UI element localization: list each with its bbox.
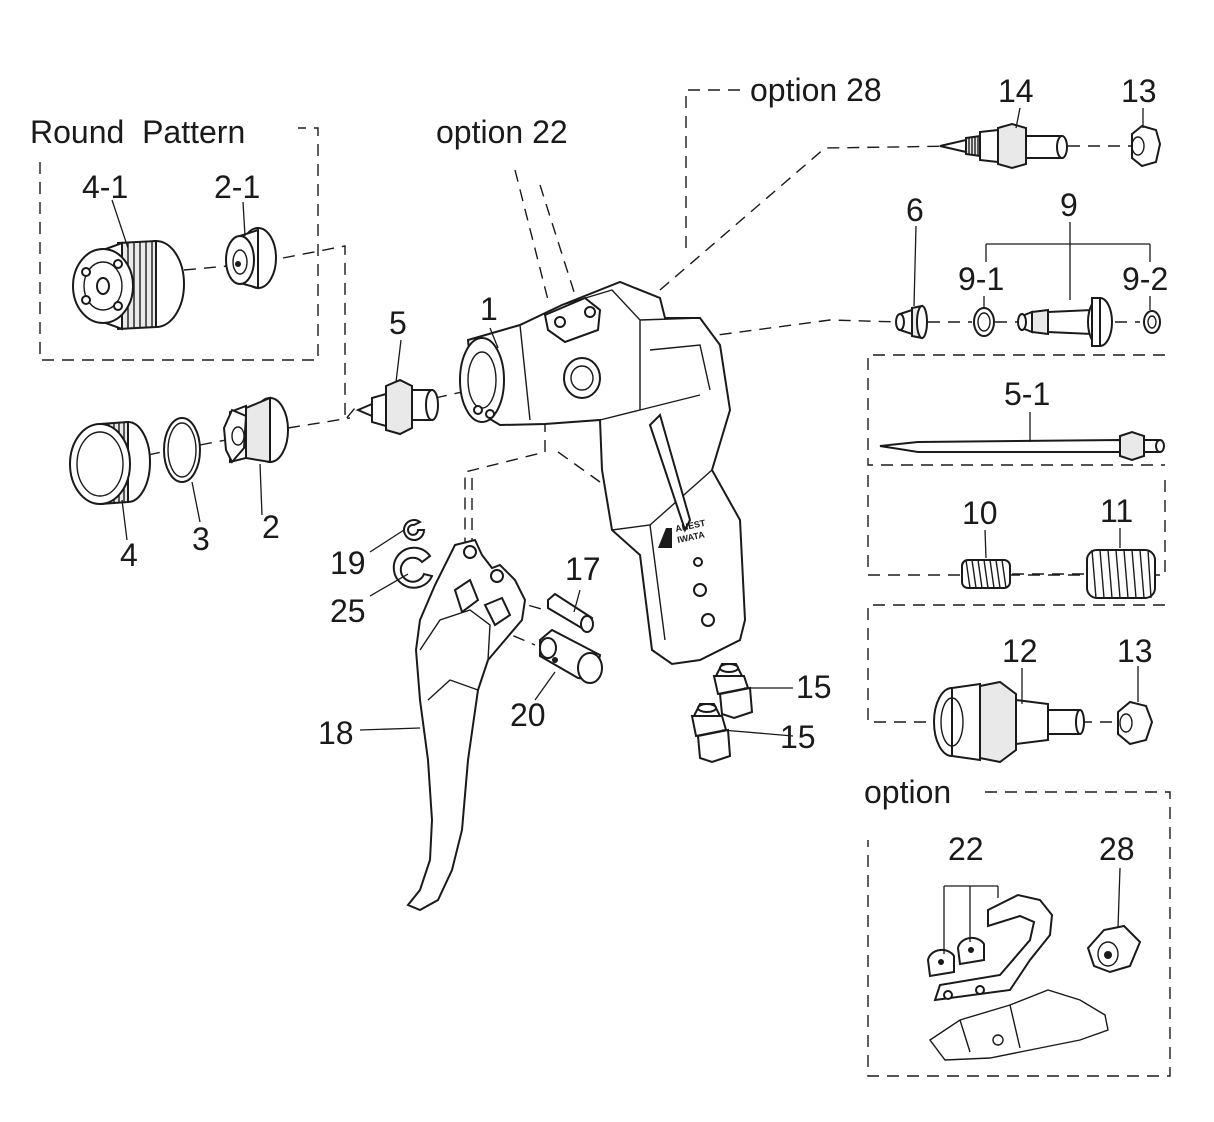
label-part-3: 3 [192, 521, 210, 557]
label-part-10: 10 [962, 495, 998, 531]
part-2-nozzle [222, 396, 289, 464]
label-part-25: 25 [330, 593, 366, 629]
spring-group-box [867, 475, 1166, 576]
label-part-15-b: 15 [780, 719, 816, 755]
label-part-13-top: 13 [1121, 73, 1157, 109]
part-14-needle-adjust-option [939, 122, 1068, 170]
round-pattern-group-box [39, 127, 319, 361]
part-1-gun-body: ANEST IWATA [459, 280, 747, 666]
part-20-valve-piston [539, 628, 603, 684]
label-part-9: 9 [1060, 187, 1078, 223]
label-part-4: 4 [120, 537, 138, 573]
part-13-nut-mid [1117, 700, 1154, 746]
label-part-11: 11 [1100, 493, 1133, 529]
label-option: option [864, 774, 951, 810]
label-part-6: 6 [906, 192, 924, 228]
label-option-22: option 22 [436, 114, 568, 150]
part-2-1-round-nozzle [225, 227, 277, 290]
label-part-22: 22 [948, 831, 984, 867]
part-12-needle-adjust [933, 680, 1085, 764]
part-17-pin [547, 592, 594, 633]
part-19-e-clip [403, 519, 426, 541]
label-part-14: 14 [998, 73, 1034, 109]
part-13-nut-top [1131, 124, 1162, 168]
needle-group-box [867, 354, 1165, 466]
label-part-13-mid: 13 [1117, 633, 1153, 669]
label-option-28: option 28 [750, 72, 882, 108]
part-10-spring-small [961, 559, 1011, 589]
label-part-5-1: 5-1 [1004, 376, 1050, 412]
part-9-air-valve [1017, 297, 1113, 347]
label-part-18: 18 [318, 715, 354, 751]
label-part-1: 1 [480, 291, 498, 327]
label-part-20: 20 [510, 697, 546, 733]
label-part-5: 5 [389, 305, 407, 341]
label-part-19: 19 [330, 545, 366, 581]
option-group-box [867, 791, 1171, 1077]
option-28-group-box [685, 89, 740, 255]
label-part-4-1: 4-1 [82, 169, 128, 205]
part-18-trigger [406, 538, 527, 912]
part-4-air-cap-ring [69, 420, 151, 506]
option-body-outline [928, 989, 1109, 1061]
label-part-9-2: 9-2 [1122, 261, 1168, 297]
part-15-fitting-upper [712, 663, 754, 720]
option-22-hook-bracket [933, 893, 1054, 1002]
leader-lines [111, 107, 1151, 954]
part-25-c-clip [392, 546, 434, 589]
label-part-17: 17 [565, 551, 601, 587]
part-9-2-o-ring [1143, 310, 1161, 334]
part-5-fluid-nozzle [355, 378, 439, 436]
option-28-cap [1086, 924, 1142, 974]
part-15-fitting-lower [690, 703, 732, 764]
label-part-28: 28 [1099, 831, 1135, 867]
part-3-o-ring [163, 417, 201, 483]
part-9-1-o-ring [973, 307, 995, 337]
label-part-9-1: 9-1 [958, 261, 1004, 297]
part-4-1-round-air-cap [72, 239, 185, 331]
label-round-pattern: Round Pattern [30, 114, 245, 150]
label-part-2: 2 [262, 509, 280, 545]
adjust-group-box [867, 604, 1165, 723]
option-22-screws [926, 936, 985, 978]
label-part-12: 12 [1002, 633, 1038, 669]
part-5-1-needle [879, 430, 1165, 462]
label-part-2-1: 2-1 [214, 169, 260, 205]
part-11-spring-large [1086, 549, 1156, 599]
label-part-15-a: 15 [796, 669, 832, 705]
part-6-packing-set [895, 304, 928, 340]
